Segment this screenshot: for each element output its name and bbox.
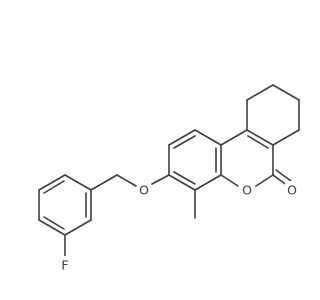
ring-oxygen-atom: O [240, 181, 254, 198]
bond [272, 84, 300, 101]
bond [168, 174, 196, 191]
double-bond [173, 171, 196, 185]
bond [246, 84, 274, 101]
aromatic-core-ring [168, 129, 222, 219]
ether-oxygen-label: O [139, 183, 149, 198]
fluorobenzyl-ring [38, 174, 92, 259]
bond [220, 174, 239, 187]
double-bond [43, 180, 65, 194]
ether-oxygen-atom: O [137, 181, 151, 198]
pyranone-ring [220, 129, 292, 187]
benzyl-ether-linker [90, 174, 170, 191]
double-bond [275, 169, 292, 182]
bond [116, 174, 137, 187]
bond [38, 219, 66, 236]
bond [38, 174, 66, 191]
molecule-structure: F O O O [38, 84, 300, 273]
bond [246, 129, 274, 146]
double-bond [247, 135, 269, 149]
atom-labels: F O O O [58, 181, 299, 273]
double-bond [43, 216, 65, 230]
bond [220, 129, 248, 146]
structure-canvas: F O O O [38, 84, 300, 273]
double-bond [173, 135, 196, 149]
bond [255, 174, 274, 187]
bond [151, 174, 170, 185]
bond [272, 129, 300, 146]
bond [64, 174, 92, 191]
bond [168, 129, 196, 146]
fluorine-label: F [61, 258, 68, 273]
bond [90, 174, 118, 191]
bond [64, 219, 92, 236]
fluorine-atom: F [58, 256, 72, 273]
carbonyl-oxygen-atom: O [285, 181, 299, 198]
bond [194, 129, 222, 146]
cyclohexene-ring [246, 84, 300, 146]
carbonyl-oxygen-label: O [287, 183, 297, 198]
ring-oxygen-label: O [242, 183, 252, 198]
bond [194, 174, 222, 191]
